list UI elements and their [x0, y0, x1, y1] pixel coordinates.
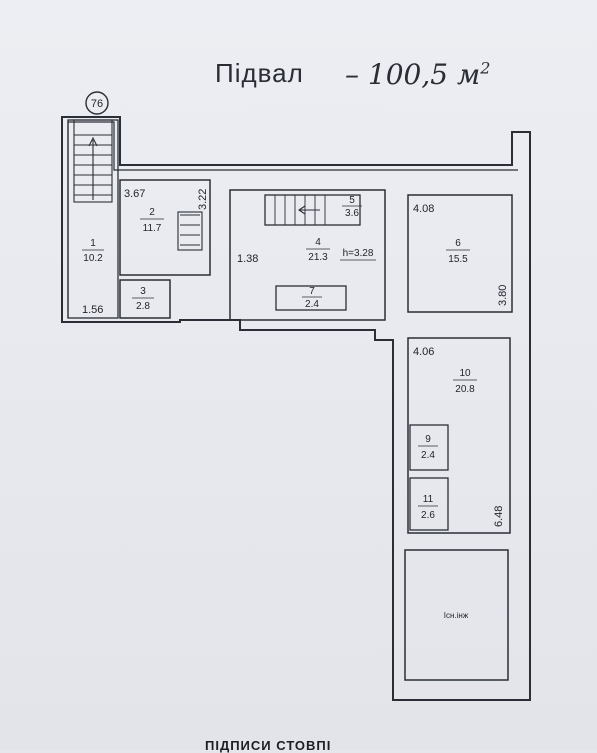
room-3-number: 3	[140, 286, 146, 297]
room-7-area: 2.4	[305, 299, 319, 310]
room-2-area: 11.7	[143, 223, 162, 234]
room-10-number: 10	[459, 368, 471, 379]
room-3-area: 2.8	[136, 301, 150, 312]
room-1-area: 10.2	[83, 253, 103, 264]
stair-marker-label: 76	[91, 98, 103, 110]
room-11-number: 11	[423, 494, 434, 505]
room-4-number: 4	[315, 237, 321, 248]
dim-4-06: 4.06	[413, 346, 434, 358]
room-10-area: 20.8	[455, 384, 475, 395]
room-9-area: 2.4	[421, 450, 435, 461]
bottom-room-label: Існ.інж	[444, 611, 469, 620]
room-4-area: 21.3	[308, 252, 328, 263]
dim-3-22: 3.22	[197, 189, 209, 210]
room-6-area: 15.5	[448, 254, 468, 265]
dim-6-48: 6.48	[493, 506, 505, 527]
dim-3-80: 3.80	[497, 285, 509, 306]
dim-4-08: 4.08	[413, 203, 434, 215]
room-11-area: 2.6	[421, 510, 435, 521]
room-1-number: 1	[90, 238, 96, 249]
room-7-number: 7	[309, 286, 315, 297]
footer-caption: ПІДПИСИ СТОВПІ	[205, 738, 332, 753]
total-area: – 100,5 м2	[345, 58, 491, 91]
ceiling-height-label: h=3.28	[343, 248, 374, 259]
room-9-number: 9	[425, 434, 431, 445]
dim-1-56: 1.56	[82, 304, 103, 316]
room-6-number: 6	[455, 238, 461, 249]
plan-title: Підвал	[215, 58, 304, 88]
room-2-number: 2	[149, 207, 155, 218]
room-5-number: 5	[349, 195, 355, 206]
dim-1-38: 1.38	[237, 253, 258, 265]
dim-3-67: 3.67	[124, 188, 145, 200]
room-5-area: 3.6	[345, 208, 359, 219]
stair-marker-circle	[85, 91, 109, 115]
